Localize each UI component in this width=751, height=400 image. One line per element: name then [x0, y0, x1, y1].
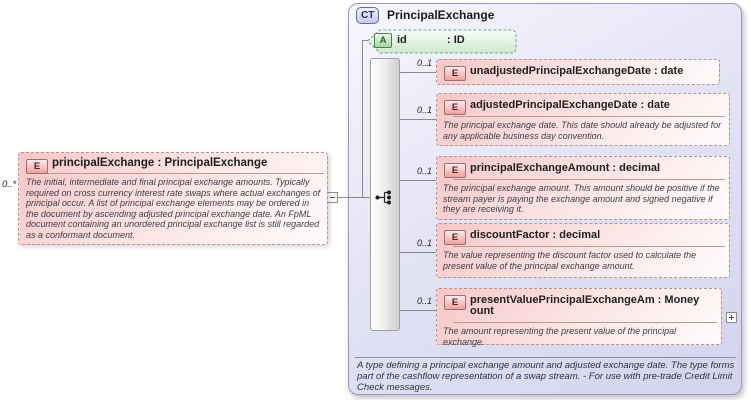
element-description: The principal exchange amount. This amou… [443, 183, 720, 214]
branch-line-2 [400, 119, 436, 120]
element-description: The initial, intermediate and final prin… [26, 177, 321, 240]
element-principalExchange[interactable]: E principalExchange : PrincipalExchange … [18, 152, 328, 245]
element-title: unadjustedPrincipalExchangeDate : date [470, 65, 684, 77]
element-badge-icon: E [444, 295, 466, 310]
element-title: discountFactor : decimal [470, 229, 601, 241]
attribute-shape[interactable] [366, 28, 518, 55]
element-discountFactor[interactable]: E discountFactor : decimal The value rep… [436, 223, 730, 278]
cardinality-label: 0..1 [416, 58, 432, 68]
complextype-badge-icon: CT [356, 7, 380, 24]
divider [355, 357, 736, 358]
cardinality-label: 0..1 [416, 105, 432, 115]
element-badge-icon: E [444, 100, 466, 115]
element-principalExchangeAmount[interactable]: E principalExchangeAmount : decimal The … [436, 156, 730, 220]
complextype-annotation: A type defining a principal exchange amo… [357, 360, 735, 393]
expand-toggle-icon[interactable] [726, 312, 737, 323]
element-badge-icon: E [444, 230, 466, 245]
branch-line-5 [400, 310, 436, 311]
cardinality-label: 0..1 [416, 166, 432, 176]
cardinality-label: 0..1 [416, 238, 432, 248]
element-description: The amount representing the present valu… [443, 326, 677, 347]
sequence-compositor-icon[interactable] [375, 190, 396, 205]
element-presentValuePrincipalExchangeAmount[interactable]: E presentValuePrincipalExchangeAm : Mone… [436, 288, 722, 347]
divider [453, 246, 725, 247]
attribute-branch-vline [362, 40, 363, 198]
cardinality-label: 0..1 [416, 296, 432, 306]
element-description: The principal exchange date. This date s… [443, 120, 722, 141]
cardinality-label: 0..* [2, 179, 17, 190]
divider [453, 116, 725, 117]
complextype-title: PrincipalExchange [387, 8, 495, 22]
divider [29, 173, 324, 174]
element-badge-icon: E [444, 66, 466, 81]
attribute-type: : ID [447, 34, 465, 46]
branch-line-4 [400, 252, 436, 253]
attribute-name: id [397, 34, 407, 46]
element-adjustedPrincipalExchangeDate[interactable]: E adjustedPrincipalExchangeDate : date T… [436, 93, 730, 146]
element-title: adjustedPrincipalExchangeDate : date [470, 99, 670, 111]
element-title-line2: ount [470, 305, 494, 317]
branch-line-3 [400, 180, 436, 181]
element-title: principalExchange : PrincipalExchange [52, 157, 268, 169]
attribute-badge-icon: A [374, 33, 392, 48]
divider [453, 322, 717, 323]
branch-line-1 [400, 72, 436, 73]
collapse-toggle-icon[interactable] [327, 192, 338, 203]
divider [453, 179, 725, 180]
element-title-line1: presentValuePrincipalExchangeAm : Money [470, 294, 700, 306]
element-badge-icon: E [444, 163, 466, 178]
element-badge-icon: E [26, 159, 48, 174]
element-description: The value representing the discount fact… [443, 250, 697, 271]
element-title: principalExchangeAmount : decimal [470, 162, 661, 174]
element-unadjustedPrincipalExchangeDate[interactable]: E unadjustedPrincipalExchangeDate : date [436, 59, 720, 85]
entry-connector-line [337, 197, 371, 198]
attribute-branch-hline [362, 40, 369, 41]
